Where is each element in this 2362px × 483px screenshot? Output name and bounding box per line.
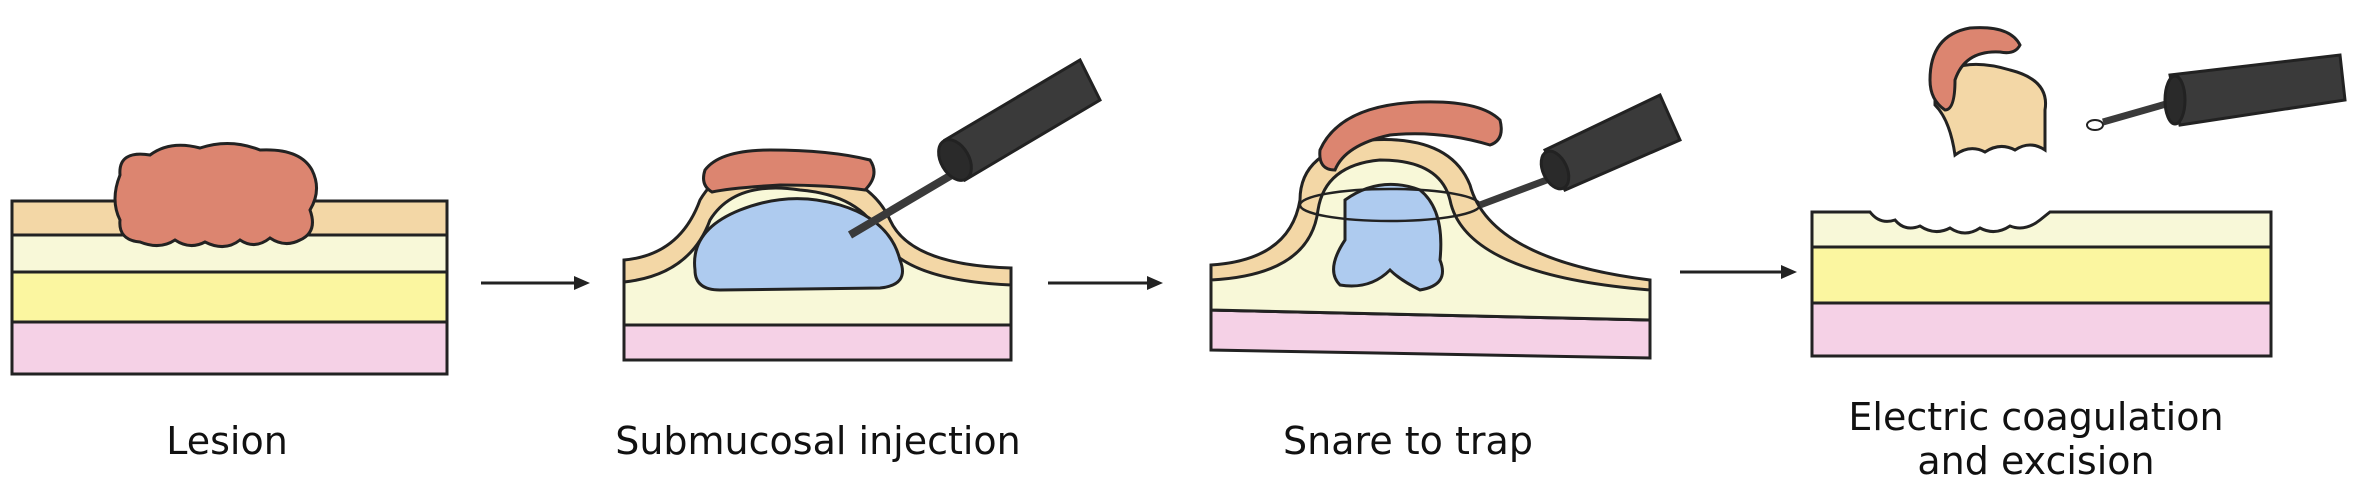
lesion-lifted — [702, 148, 876, 194]
step-label-lesion: Lesion — [166, 419, 288, 463]
injection-needle-instrument — [847, 57, 1102, 239]
lesion-trapped — [1318, 100, 1503, 172]
injection-fluid — [693, 197, 904, 292]
step-label-injection: Submucosal injection — [615, 419, 1021, 463]
step-label-snare: Snare to trap — [1283, 419, 1533, 463]
arrow-1 — [481, 276, 590, 290]
panel-excision: Electric coagulation and excision — [1810, 26, 2347, 483]
excised-tissue — [1933, 62, 2048, 158]
panel-lesion: Lesion — [10, 142, 449, 463]
panel-snare: Snare to trap — [1209, 92, 1682, 463]
snare-instrument — [1478, 92, 1682, 209]
step-label-excision-line1: Electric coagulation — [1848, 395, 2223, 439]
step-label-excision-line2: and excision — [1917, 439, 2154, 483]
arrow-2 — [1048, 276, 1163, 290]
arrow-3 — [1680, 265, 1797, 279]
panel-submucosal-injection: Submucosal injection — [615, 57, 1102, 463]
excised-lesion — [1928, 26, 2022, 112]
lesion-polyp — [113, 142, 318, 248]
coagulation-instrument — [2086, 53, 2347, 131]
